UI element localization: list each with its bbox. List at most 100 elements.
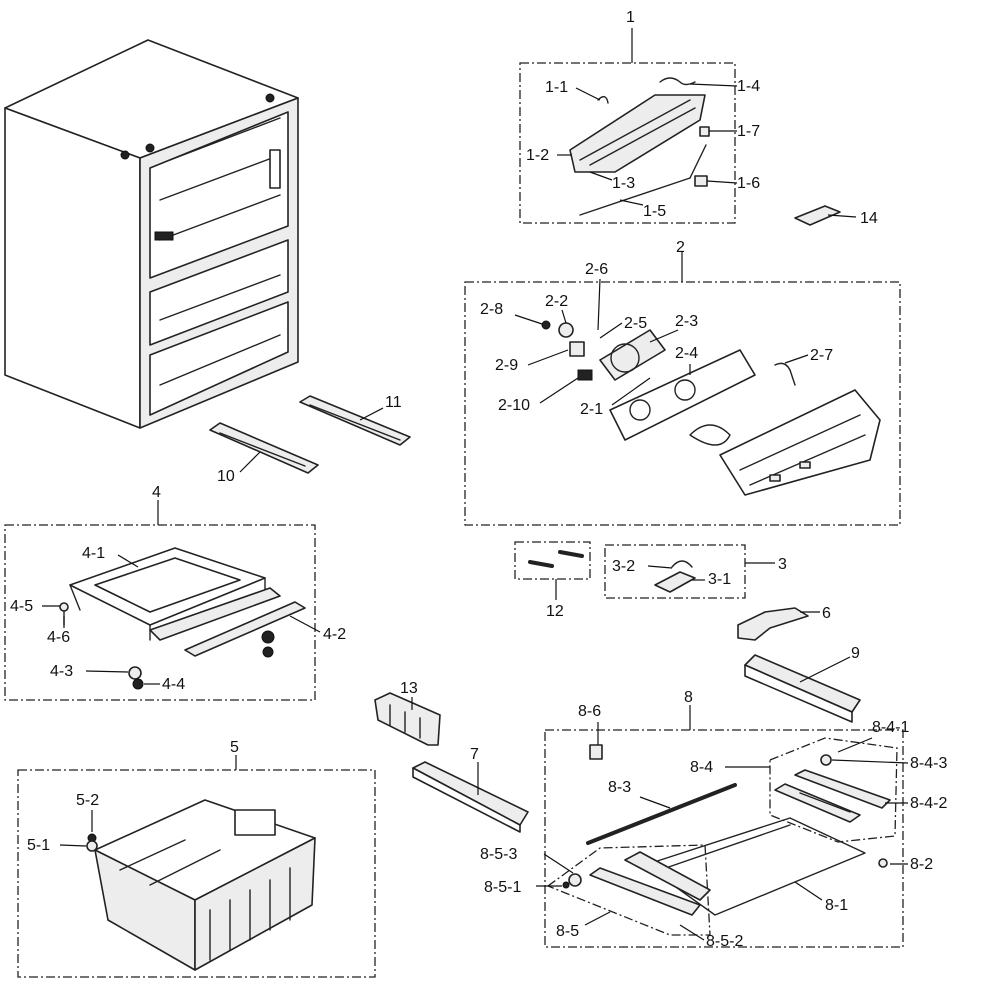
label-8: 8 bbox=[684, 689, 693, 706]
part-8-1-shelf-frame bbox=[644, 817, 866, 916]
label-4-3: 4-3 bbox=[50, 663, 73, 680]
part-2-8-screw bbox=[541, 320, 551, 330]
part-1-6-holder bbox=[694, 175, 708, 187]
label-8-5-2: 8-5-2 bbox=[706, 933, 743, 950]
part-1-1-wire bbox=[597, 95, 609, 104]
label-1: 1 bbox=[626, 9, 635, 26]
label-2-3: 2-3 bbox=[675, 313, 698, 330]
label-8-4-1: 8-4-1 bbox=[872, 719, 909, 736]
part-8-5-3-stopper bbox=[568, 873, 582, 887]
label-8-4-3: 8-4-3 bbox=[910, 755, 947, 772]
label-2-5: 2-5 bbox=[624, 315, 647, 332]
group-1: 1 1-1 1-2 1-3 1-4 1-5 1-6 1-7 bbox=[519, 9, 760, 224]
label-2-1: 2-1 bbox=[580, 401, 603, 418]
part-4-3-roller bbox=[128, 666, 142, 680]
label-5: 5 bbox=[230, 739, 239, 756]
label-14: 14 bbox=[860, 210, 878, 227]
label-2-7: 2-7 bbox=[810, 347, 833, 364]
label-4-6: 4-6 bbox=[47, 629, 70, 646]
label-13: 13 bbox=[400, 680, 418, 697]
label-2-8: 2-8 bbox=[480, 301, 503, 318]
part-2-2-grommet bbox=[558, 322, 574, 338]
part-8-4-3-screw bbox=[820, 754, 832, 766]
part-1-7-clip bbox=[699, 126, 710, 137]
part-8-3-bar bbox=[586, 783, 737, 845]
label-1-1: 1-1 bbox=[545, 79, 568, 96]
label-6: 6 bbox=[822, 605, 831, 622]
label-1-3: 1-3 bbox=[612, 175, 635, 192]
label-7: 7 bbox=[470, 746, 479, 763]
part-8-2-screw bbox=[878, 858, 888, 868]
part-8-6-bumper bbox=[589, 744, 603, 760]
part-2-3-fan-motor bbox=[599, 329, 666, 381]
part-4-1-drawer-frame bbox=[69, 547, 266, 641]
label-1-2: 1-2 bbox=[526, 147, 549, 164]
part-9-cover: 9 bbox=[744, 645, 861, 723]
label-8-2: 8-2 bbox=[910, 856, 933, 873]
part-4-5-cap bbox=[59, 602, 69, 612]
part-8-5-1-screw bbox=[562, 881, 570, 889]
label-4-1: 4-1 bbox=[82, 545, 105, 562]
label-8-4-2: 8-4-2 bbox=[910, 795, 947, 812]
label-4: 4 bbox=[152, 484, 161, 501]
label-1-6: 1-6 bbox=[737, 175, 760, 192]
part-2-4-evaporator-cover bbox=[609, 349, 756, 441]
label-5-1: 5-1 bbox=[27, 837, 50, 854]
label-8-4: 8-4 bbox=[690, 759, 713, 776]
label-2: 2 bbox=[676, 239, 685, 256]
label-1-7: 1-7 bbox=[737, 123, 760, 140]
part-2-10-connector bbox=[577, 369, 593, 381]
label-3-1: 3-1 bbox=[708, 571, 731, 588]
part-11-rail: 11 bbox=[299, 394, 411, 446]
label-8-1: 8-1 bbox=[825, 897, 848, 914]
label-1-4: 1-4 bbox=[737, 78, 760, 95]
part-3-2-wire bbox=[671, 560, 693, 568]
part-7-rail-cover: 7 bbox=[412, 746, 529, 833]
label-2-2: 2-2 bbox=[545, 293, 568, 310]
part-12: 12 bbox=[514, 541, 591, 620]
label-8-3: 8-3 bbox=[608, 779, 631, 796]
label-4-4: 4-4 bbox=[162, 676, 185, 693]
label-12: 12 bbox=[546, 603, 564, 620]
group-8: 8 8-6 8-3 8-4-1 8-4-3 8-4-2 8-4 bbox=[480, 689, 947, 950]
label-4-5: 4-5 bbox=[10, 598, 33, 615]
label-5-2: 5-2 bbox=[76, 792, 99, 809]
part-5-basket bbox=[94, 799, 316, 971]
group-2: 2 2-8 2-2 2-6 2-5 2-3 bbox=[464, 239, 901, 526]
label-1-5: 1-5 bbox=[643, 203, 666, 220]
part-3-1-sensor bbox=[654, 571, 696, 593]
label-11: 11 bbox=[385, 394, 402, 411]
label-8-5-3: 8-5-3 bbox=[480, 846, 517, 863]
part-2-7-wire bbox=[774, 362, 796, 386]
part-4-2-slide-rail bbox=[149, 587, 306, 657]
part-1-5-rod bbox=[579, 177, 691, 216]
label-8-6: 8-6 bbox=[578, 703, 601, 720]
label-8-5: 8-5 bbox=[556, 923, 579, 940]
label-2-4: 2-4 bbox=[675, 345, 698, 362]
part-1-2-evaporator-fan-cover bbox=[569, 94, 706, 173]
label-8-5-1: 8-5-1 bbox=[484, 879, 521, 896]
label-10: 10 bbox=[217, 468, 235, 485]
label-2-10: 2-10 bbox=[498, 397, 530, 414]
part-5-1-cap bbox=[86, 840, 98, 852]
part-10-rail: 10 bbox=[209, 422, 319, 485]
label-2-6: 2-6 bbox=[585, 261, 608, 278]
subgroup-8-4: 8-4-1 8-4-3 8-4-2 8-4 bbox=[690, 719, 947, 843]
part-13-duct: 13 bbox=[374, 680, 441, 746]
label-9: 9 bbox=[851, 645, 860, 662]
subgroup-8-5: 8-5-3 8-5-1 8-5 8-5-2 bbox=[480, 844, 743, 950]
group-3: 3 3-2 3-1 bbox=[604, 544, 787, 599]
label-4-2: 4-2 bbox=[323, 626, 346, 643]
part-2-9-bracket bbox=[569, 341, 585, 357]
group-5: 5 5-2 5-1 bbox=[17, 739, 376, 978]
group-4: 4 4-1 4-5 4-6 4-2 4-3 4-4 bbox=[4, 484, 346, 701]
part-1-4-sensor-wire bbox=[659, 77, 696, 86]
part-4-4-screw bbox=[132, 678, 144, 690]
part-6-bracket: 6 bbox=[737, 605, 831, 641]
label-3: 3 bbox=[778, 556, 787, 573]
part-14: 14 bbox=[794, 205, 878, 227]
evaporator-panel-assembly bbox=[689, 389, 881, 496]
label-2-9: 2-9 bbox=[495, 357, 518, 374]
refrigerator-cabinet bbox=[4, 39, 299, 429]
